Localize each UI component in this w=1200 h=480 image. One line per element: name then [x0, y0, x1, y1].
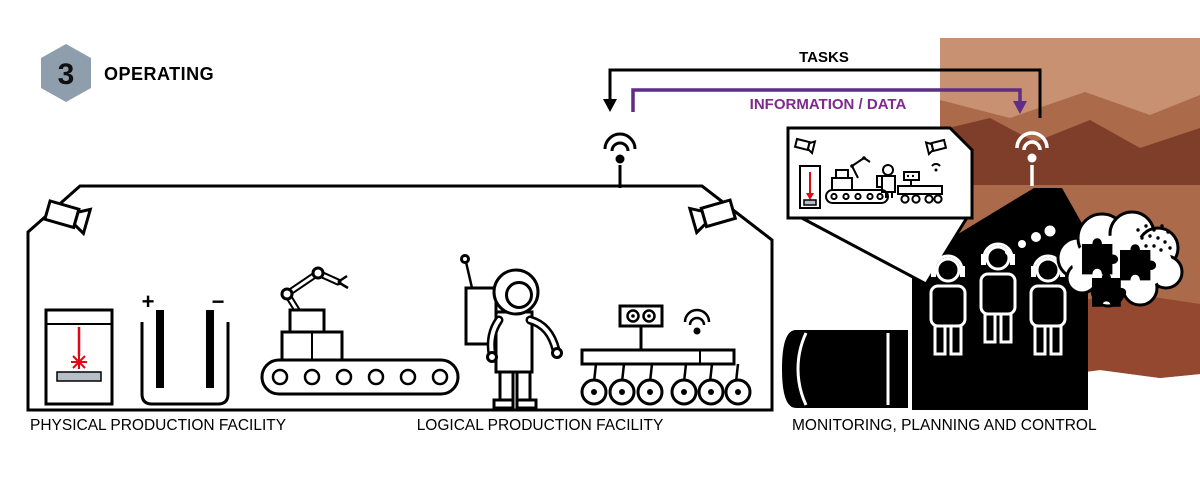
page-title: OPERATING: [104, 64, 214, 84]
operator-icon: [929, 254, 967, 356]
mini-laser-cutter-icon: [799, 165, 821, 209]
habitat-module-icon: [782, 330, 908, 408]
rover-icon: [580, 304, 752, 406]
camera-right-icon: [687, 198, 738, 236]
label-physical-facility: PHYSICAL PRODUCTION FACILITY: [30, 417, 286, 434]
habitat-wifi-icon: [1015, 131, 1049, 186]
label-monitoring-control: MONITORING, PLANNING AND CONTROL: [792, 417, 1097, 434]
astronaut-icon: [460, 254, 563, 410]
conveyor-icon: [260, 358, 460, 396]
camera-left-icon: [42, 199, 93, 237]
monitor-inset: [786, 126, 974, 220]
mini-camera-right-icon: [924, 138, 948, 157]
operator-icon: [979, 242, 1017, 344]
mini-conveyor-icon: [825, 169, 889, 204]
step-badge: 3: [41, 44, 91, 102]
electrolysis-icon: + −: [140, 289, 230, 406]
mini-rover-icon: [897, 163, 943, 204]
minus-sign: −: [212, 289, 225, 314]
tasks-flow-arrow: [603, 68, 1042, 118]
puzzle-halftone-dots: [1136, 224, 1172, 252]
mini-astronaut-icon: [876, 164, 896, 198]
step-number: 3: [58, 58, 75, 91]
mini-robot-arm-icon: [850, 156, 871, 179]
rover-wifi-icon: [683, 308, 711, 335]
mini-camera-left-icon: [793, 137, 817, 156]
facility-wifi-icon: [603, 132, 637, 188]
tasks-label: TASKS: [799, 49, 849, 66]
boxes-icon: [280, 308, 344, 362]
thought-bubble: [1005, 210, 1184, 308]
information-data-label: INFORMATION / DATA: [750, 96, 907, 113]
plus-sign: +: [142, 289, 155, 314]
laser-cutter-icon: [44, 308, 114, 406]
information-flow-arrow: [631, 88, 1027, 114]
label-logical-facility: LOGICAL PRODUCTION FACILITY: [417, 417, 664, 434]
